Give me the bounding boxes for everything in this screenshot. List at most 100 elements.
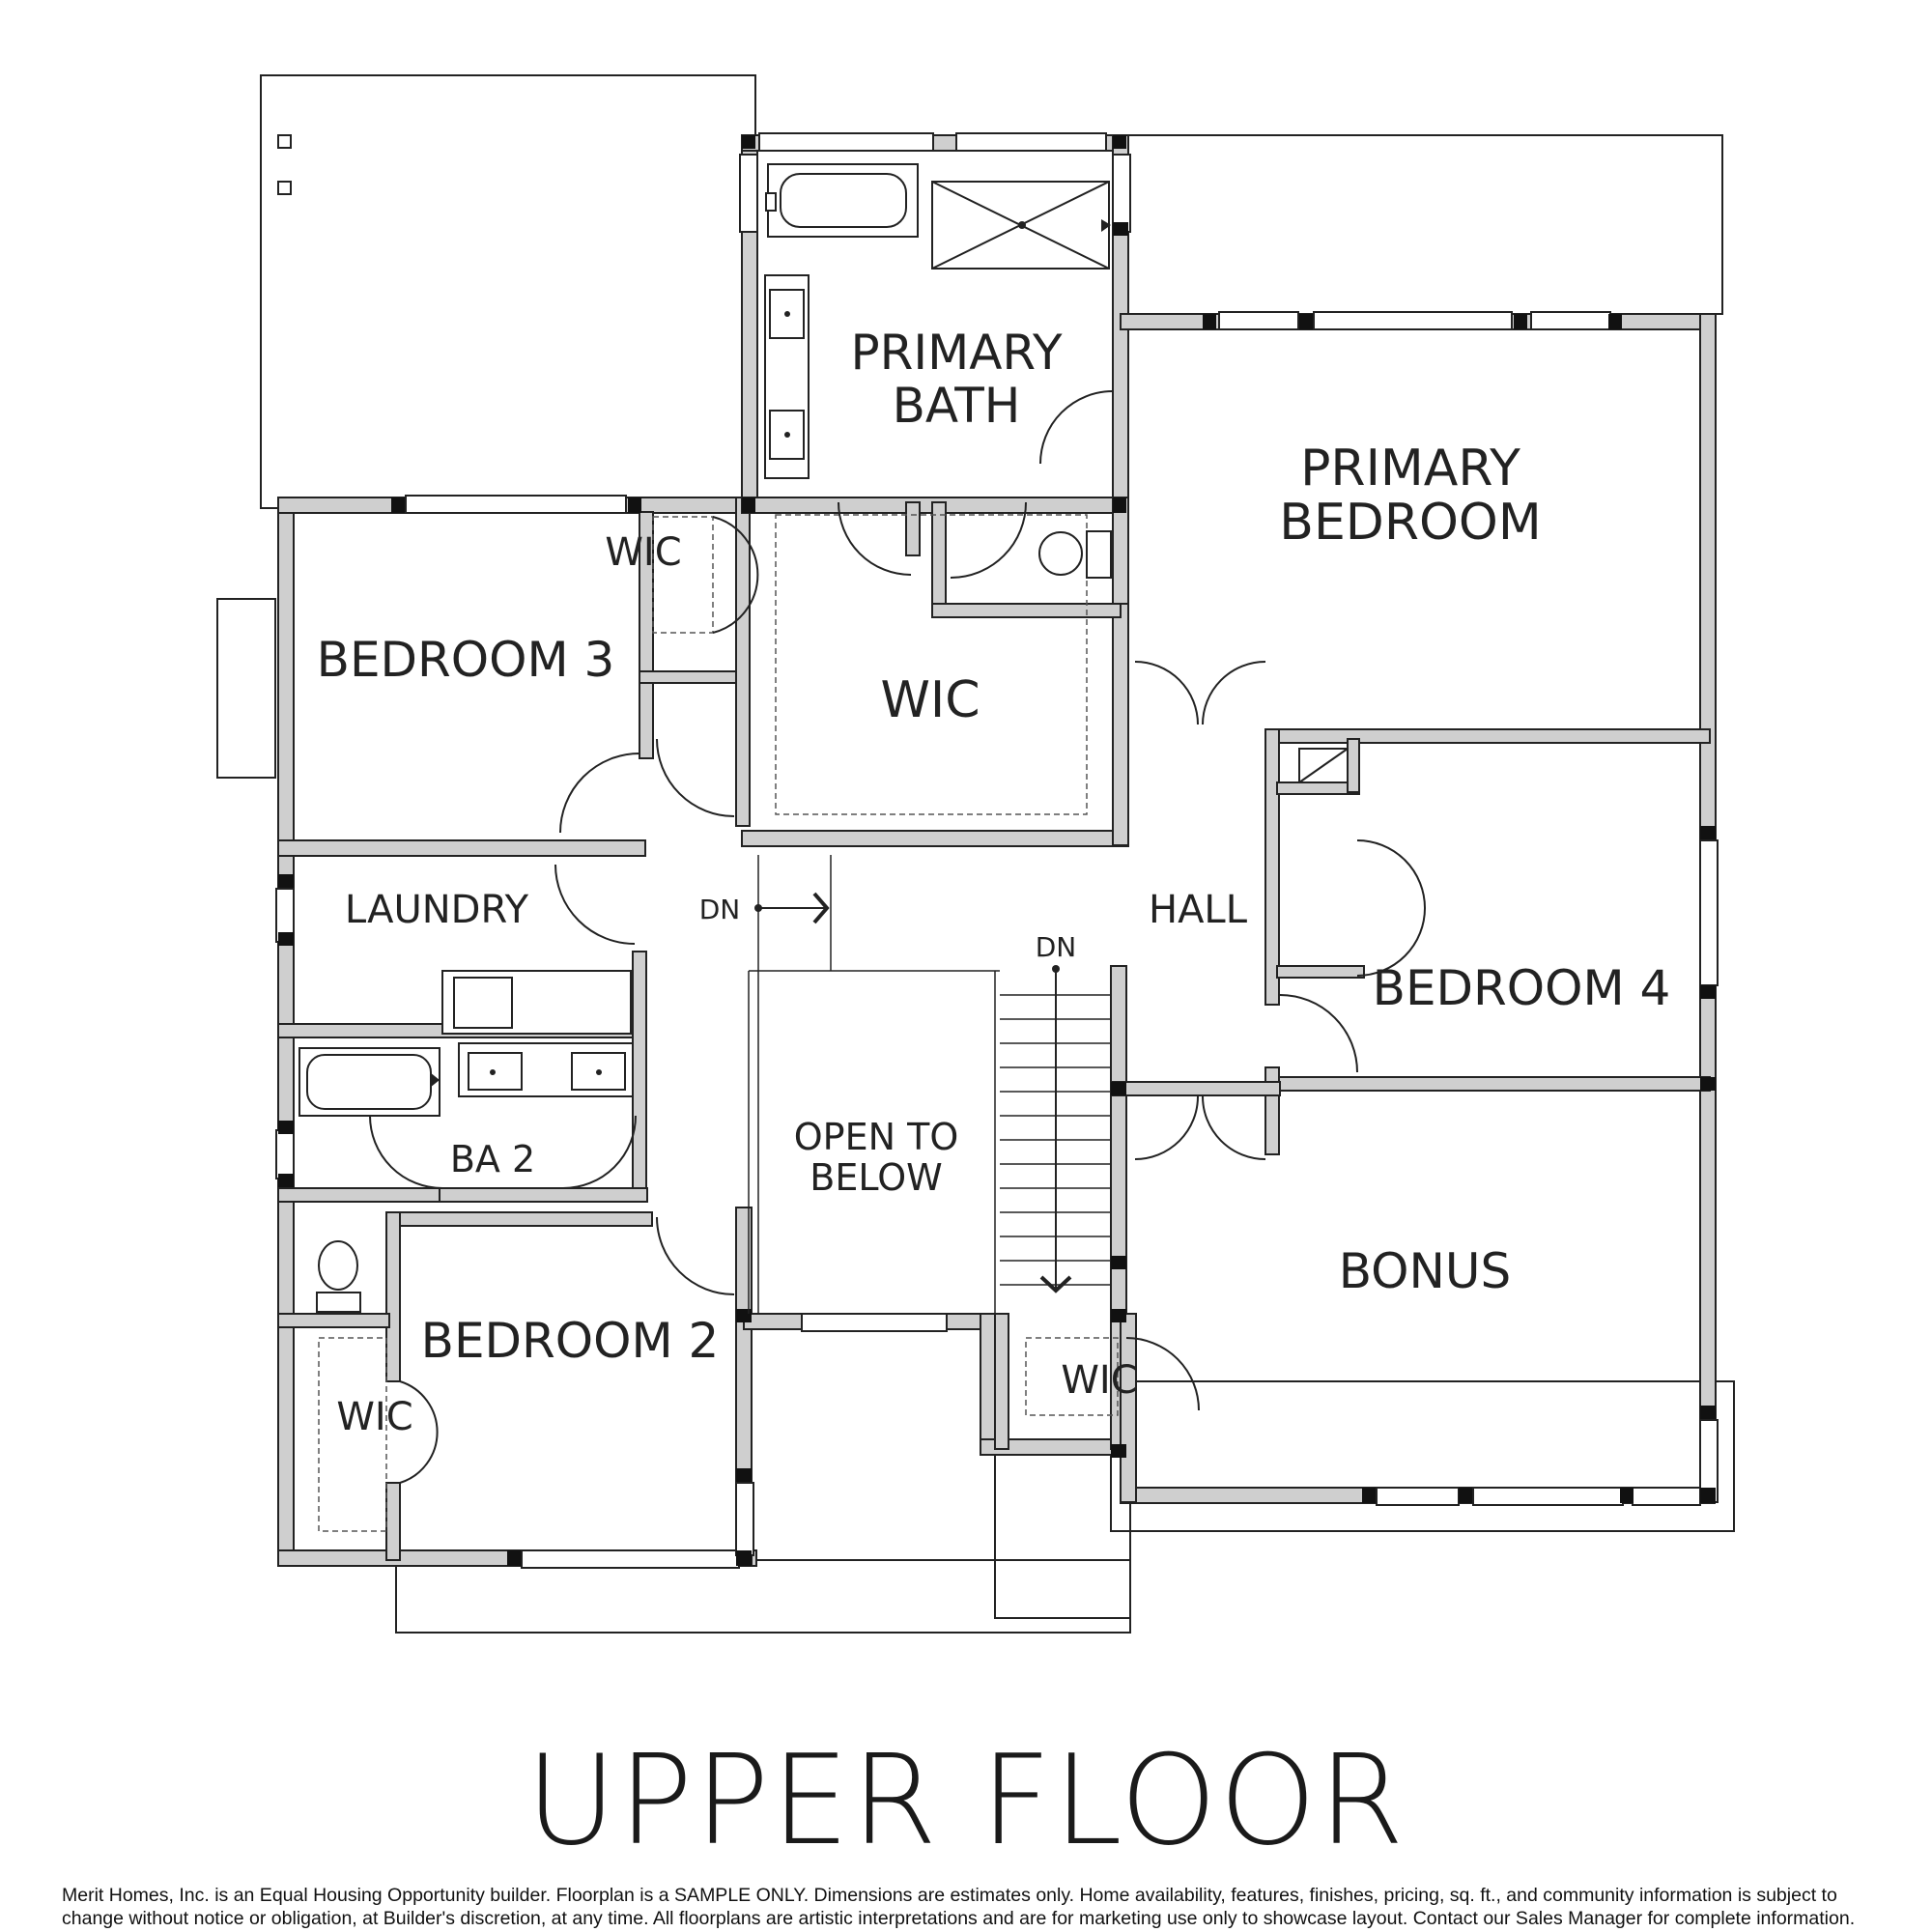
shower-door-arrow (1101, 219, 1111, 232)
wall-wic-east-lower (1112, 603, 1129, 846)
window-bedroom2-east (735, 1482, 754, 1556)
door-bedroom4-closet-top (1356, 839, 1426, 909)
label-ba2: BA 2 (450, 1138, 535, 1180)
floor-title: UPPER FLOOR (526, 1729, 1406, 1873)
label-bedroom3: BEDROOM 3 (317, 632, 615, 688)
wall-toilet-west (931, 501, 947, 614)
wic-primary-shelf (775, 514, 1088, 815)
stairs (748, 855, 1111, 1314)
label-hall: HALL (1149, 888, 1248, 932)
door-laundry (554, 864, 636, 945)
wall-bedroom4-closet-bottom (1276, 965, 1365, 979)
wall-bedroom4-closet-side (1347, 738, 1360, 793)
wall-bedroom3-south (277, 839, 646, 857)
door-ba2-right (562, 1115, 637, 1189)
wall-bedroom4-south (1264, 1076, 1711, 1092)
drains (430, 219, 1111, 1088)
wic-bedroom2-shelf (318, 1337, 387, 1532)
wall-laundry-east (632, 951, 647, 1189)
label-wic-primary: WIC (880, 671, 980, 729)
wall-entry-west (980, 1313, 997, 1450)
window-bath-west (739, 154, 758, 233)
label-bedroom4: BEDROOM 4 (1373, 960, 1671, 1016)
wall-bedroom4-west (1264, 728, 1280, 1006)
window-otb (801, 1313, 948, 1332)
wall-bedroom3-east (639, 511, 654, 759)
label-bonus: BONUS (1339, 1243, 1512, 1299)
door-bonus-right (1202, 1095, 1266, 1160)
label-wic-bonus: WIC (1061, 1358, 1137, 1403)
window-ba2 (275, 1129, 295, 1179)
wall-toilet-south (931, 603, 1122, 618)
label-wic-bedroom3: WIC (605, 530, 681, 575)
wall-wic-west-outer (735, 497, 751, 827)
label-primary-bath-2: BATH (893, 378, 1021, 434)
wall-ba2-south-left (277, 1187, 443, 1203)
window-bath-east (1112, 154, 1131, 233)
wic-bonus-shelf (1025, 1337, 1119, 1416)
door-primary-bedroom-left (1134, 661, 1199, 725)
label-primary-bedroom-1: PRIMARY (1300, 440, 1520, 497)
wall-ba2-south-right (439, 1187, 648, 1203)
primary-tub-basin (780, 173, 907, 228)
door-primary-bedroom-right (1202, 661, 1266, 725)
wall-bedroom4-north (1264, 728, 1711, 744)
wall-wic-south (741, 830, 1129, 847)
stair-arrow-right (1039, 1275, 1072, 1293)
window-bonus-3 (1632, 1487, 1701, 1506)
window-primary-3 (1530, 311, 1611, 330)
wic-bedroom3-shelf (652, 516, 714, 634)
window-bath-1 (758, 132, 934, 152)
floor-plan: PRIMARY BATH PRIMARY BEDROOM BEDROOM 3 W… (216, 74, 1735, 1634)
label-open-to-below-1: OPEN TO (794, 1116, 958, 1158)
window-primary-1 (1218, 311, 1299, 330)
door-wic-primary (838, 501, 912, 576)
tub-arrow (430, 1072, 440, 1088)
window-bath-2 (955, 132, 1107, 152)
garage-vents (277, 134, 292, 195)
door-swings (369, 390, 1426, 1484)
door-bedroom3 (559, 753, 640, 834)
stair-arrow-left (812, 892, 830, 924)
window-bedroom3 (405, 495, 627, 514)
primary-toilet (1038, 531, 1083, 576)
wall-bedroom2-west-upper (385, 1211, 401, 1382)
bay-window-outline (216, 598, 276, 779)
ba2-toilet (318, 1240, 358, 1291)
garage-roof-outline (260, 74, 756, 509)
window-bonus-2 (1472, 1487, 1624, 1506)
door-wic-bedroom2 (399, 1380, 439, 1484)
wall-bonus-west-lower (1120, 1313, 1137, 1503)
door-primary-bath (1039, 390, 1114, 465)
wall-bedroom2-west-lower (385, 1482, 401, 1561)
label-dn-right: DN (1036, 931, 1077, 963)
door-bedroom4-closet-bottom (1356, 907, 1426, 977)
closet-shelves (318, 514, 1119, 1532)
wall-bedroom2-wic-north (277, 1313, 390, 1328)
door-bedroom4 (1279, 994, 1358, 1073)
wall-linen (639, 670, 747, 684)
label-bedroom2: BEDROOM 2 (421, 1313, 720, 1369)
ba2-toilet-tank (316, 1292, 361, 1313)
bonus-deck-outline (1110, 1380, 1735, 1532)
door-bedroom2 (656, 1216, 735, 1295)
label-open-to-below-2: BELOW (810, 1156, 942, 1199)
label-laundry: LAUNDRY (345, 888, 529, 932)
door-linen (656, 738, 735, 817)
primary-tub-faucet (765, 192, 777, 212)
stair-dots (754, 904, 1060, 973)
windows (275, 132, 1719, 1569)
posts (278, 135, 1716, 1566)
label-primary-bath-1: PRIMARY (850, 325, 1063, 381)
ba2-tub-basin (306, 1054, 432, 1110)
primary-toilet-tank (1086, 530, 1112, 579)
door-bonus-left (1134, 1095, 1199, 1160)
window-bonus-1 (1376, 1487, 1460, 1506)
wall-bonus-wic (994, 1313, 1009, 1450)
door-toilet (950, 501, 1027, 579)
door-wic-bonus (1125, 1337, 1200, 1411)
label-wic-bedroom2: WIC (336, 1395, 412, 1439)
window-bedroom2-south (521, 1549, 740, 1569)
label-dn-left: DN (699, 894, 741, 925)
wall-wic-notch (905, 501, 921, 556)
